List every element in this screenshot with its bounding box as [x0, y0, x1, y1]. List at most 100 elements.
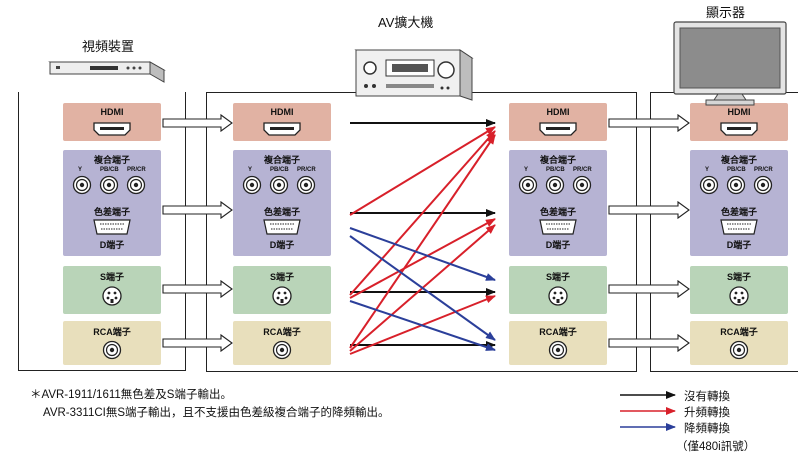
- pr-label: PR/CR: [573, 167, 592, 173]
- composite-label: 複合端子: [93, 155, 130, 165]
- s-video-port-icon: [729, 286, 749, 306]
- upconvert-arrow: [349, 130, 496, 296]
- rca-jack-icon: [242, 175, 316, 195]
- downconvert-arrow: [349, 227, 496, 281]
- rca-label: RCA端子: [720, 327, 758, 337]
- s-video-panel: S端子: [233, 266, 331, 314]
- pb-label: PB/CB: [546, 167, 565, 173]
- s-terminal-label: S端子: [726, 272, 751, 282]
- pr-label: PR/CR: [297, 167, 316, 173]
- av-receiver-icon: [354, 49, 474, 101]
- connector-arrow: [162, 113, 233, 133]
- rca-panel: RCA端子: [690, 321, 788, 365]
- legend-downconvert-note: （僅480i訊號）: [676, 441, 756, 453]
- y-label: Y: [705, 167, 710, 173]
- upconvert-arrow: [349, 126, 496, 216]
- d-terminal-label: D端子: [545, 240, 571, 250]
- monitor-icon: [673, 21, 787, 106]
- d-terminal-icon: [263, 219, 301, 235]
- rca-jack-icon: [72, 175, 146, 195]
- composite-label: 複合端子: [263, 155, 300, 165]
- rca-jack-icon: [729, 340, 749, 360]
- display-device-title: 顯示器: [706, 5, 746, 20]
- pb-label: PB/CB: [100, 167, 119, 173]
- upconvert-arrow: [349, 218, 496, 299]
- composite-label: 複合端子: [720, 155, 757, 165]
- rca-label: RCA端子: [263, 327, 301, 337]
- hdmi-port-icon: [720, 122, 758, 136]
- rca-jack-icon: [699, 175, 773, 195]
- rca-jack-icon: [272, 340, 292, 360]
- d-terminal-icon: [539, 219, 577, 235]
- rca-jack-icon: [548, 340, 568, 360]
- legend-no-conversion: 沒有轉換: [684, 391, 730, 403]
- video-panel: 複合端子 Y PB/CB PR/CR 色差端子 D端子: [233, 150, 331, 256]
- pr-label: PR/CR: [127, 167, 146, 173]
- hdmi-panel: HDMI: [509, 103, 607, 141]
- hdmi-port-icon: [263, 122, 301, 136]
- s-terminal-label: S端子: [545, 272, 570, 282]
- hdmi-label: HDMI: [100, 107, 124, 117]
- s-video-port-icon: [102, 286, 122, 306]
- rca-label: RCA端子: [93, 327, 131, 337]
- d-terminal-label: D端子: [726, 240, 752, 250]
- pb-label: PB/CB: [727, 167, 746, 173]
- connector-arrow: [608, 333, 690, 353]
- d-terminal-icon: [93, 219, 131, 235]
- connector-arrow: [162, 333, 233, 353]
- component-label: 色差端子: [263, 207, 300, 217]
- rca-jack-icon: [102, 340, 122, 360]
- hdmi-port-icon: [539, 122, 577, 136]
- component-label: 色差端子: [93, 207, 130, 217]
- y-label: Y: [524, 167, 529, 173]
- hdmi-label: HDMI: [727, 107, 751, 117]
- s-terminal-label: S端子: [99, 272, 124, 282]
- upconvert-arrow: [349, 134, 496, 349]
- s-video-panel: S端子: [690, 266, 788, 314]
- footnote-line-1: ＊AVR-1911/1611無色差及S端子輸出。: [30, 389, 232, 401]
- connector-arrow: [608, 279, 690, 299]
- s-video-panel: S端子: [63, 266, 161, 314]
- legend-downconvert: 降頻轉換: [684, 423, 730, 435]
- connector-arrows: [162, 113, 690, 353]
- footnote-line-2: AVR-3311CI無S端子輸出，且不支援由色差級複合端子的降頻輸出。: [43, 407, 390, 419]
- hdmi-label: HDMI: [270, 107, 294, 117]
- y-label: Y: [78, 167, 83, 173]
- rca-panel: RCA端子: [509, 321, 607, 365]
- connector-arrow: [608, 113, 690, 133]
- video-panel: 複合端子 Y PB/CB PR/CR 色差端子 D端子: [63, 150, 161, 256]
- d-terminal-label: D端子: [99, 240, 125, 250]
- composite-label: 複合端子: [539, 155, 576, 165]
- downconvert-arrow: [349, 300, 496, 351]
- rca-jack-icon: [518, 175, 592, 195]
- source-frame: [18, 92, 186, 371]
- s-video-panel: S端子: [509, 266, 607, 314]
- downconvert-arrow: [349, 235, 496, 341]
- hdmi-panel: HDMI: [233, 103, 331, 141]
- pb-label: PB/CB: [270, 167, 289, 173]
- rca-panel: RCA端子: [63, 321, 161, 365]
- rca-label: RCA端子: [539, 327, 577, 337]
- connector-arrow: [608, 200, 690, 220]
- legend-upconvert: 升頻轉換: [684, 407, 730, 419]
- hdmi-panel: HDMI: [63, 103, 161, 141]
- component-label: 色差端子: [539, 207, 576, 217]
- signal-arrows: [349, 119, 496, 355]
- hdmi-panel: HDMI: [690, 103, 788, 141]
- video-panel: 複合端子 Y PB/CB PR/CR 色差端子 D端子: [509, 150, 607, 256]
- hdmi-port-icon: [93, 122, 131, 136]
- connector-arrow: [162, 200, 233, 220]
- d-terminal-icon: [720, 219, 758, 235]
- s-video-port-icon: [548, 286, 568, 306]
- d-terminal-label: D端子: [269, 240, 295, 250]
- pr-label: PR/CR: [754, 167, 773, 173]
- y-label: Y: [248, 167, 253, 173]
- s-terminal-label: S端子: [269, 272, 294, 282]
- dvd-player-icon: [48, 61, 166, 83]
- amp-device-title: AV擴大機: [378, 15, 434, 30]
- rca-panel: RCA端子: [233, 321, 331, 365]
- hdmi-label: HDMI: [546, 107, 570, 117]
